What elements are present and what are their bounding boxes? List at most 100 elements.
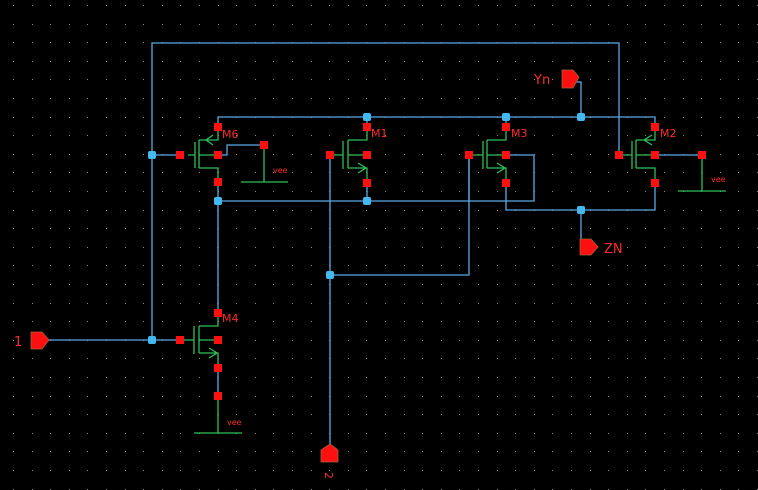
vee-pin[interactable]: [260, 141, 268, 149]
grid-dot: [683, 98, 684, 99]
grid-dot: [404, 154, 405, 155]
grid-dot: [273, 135, 274, 136]
grid-dot: [236, 79, 237, 80]
m1-drain-pin[interactable]: [363, 123, 371, 131]
transistor-m6[interactable]: M6: [176, 123, 239, 186]
m2-gate-pin[interactable]: [615, 151, 623, 159]
grid-dot: [162, 265, 163, 266]
port-1-shape[interactable]: [30, 331, 50, 350]
m3-body-pin[interactable]: [502, 151, 510, 159]
vee-pin[interactable]: [214, 392, 222, 400]
grid-dot: [125, 303, 126, 304]
grid-dot: [478, 433, 479, 434]
grid-dot: [478, 98, 479, 99]
supply-vee-m2[interactable]: vee: [678, 151, 726, 192]
grid-dot: [590, 135, 591, 136]
m1-body-pin[interactable]: [363, 151, 371, 159]
m1-source-pin[interactable]: [363, 179, 371, 187]
wire-vdd-rail[interactable]: [217, 116, 656, 126]
grid-dot: [534, 377, 535, 378]
grid-dot: [199, 210, 200, 211]
grid-dot: [348, 470, 349, 471]
grid-dot: [422, 396, 423, 397]
grid-dot: [515, 135, 516, 136]
wire-m6-body[interactable]: [218, 144, 263, 156]
grid-dot: [13, 79, 14, 80]
m6-source-pin[interactable]: [214, 178, 222, 186]
grid-dot: [143, 79, 144, 80]
m4-body-pin[interactable]: [214, 336, 222, 344]
supply-vee-m6[interactable]: vee: [241, 141, 288, 183]
grid-dot: [32, 284, 33, 285]
grid-dot: [385, 340, 386, 341]
grid-dot: [515, 265, 516, 266]
grid-dot: [180, 247, 181, 248]
grid-dot: [199, 5, 200, 6]
wire-top-loop[interactable]: [151, 42, 620, 340]
m4-gate-pin[interactable]: [176, 336, 184, 344]
grid-dot: [441, 303, 442, 304]
grid-dot: [571, 470, 572, 471]
junction-dot: [326, 271, 334, 279]
m2-drain-pin[interactable]: [651, 123, 659, 131]
m2-body-pin[interactable]: [651, 151, 659, 159]
grid-dot: [608, 191, 609, 192]
grid-dot: [664, 191, 665, 192]
port-yn[interactable]: Yn: [533, 69, 580, 89]
port-2[interactable]: 2: [320, 443, 339, 479]
m4-drain-pin[interactable]: [214, 309, 222, 317]
transistor-m3[interactable]: M3: [465, 123, 528, 187]
grid-dot: [69, 172, 70, 173]
grid-dot: [32, 377, 33, 378]
grid-dot: [311, 303, 312, 304]
port-2-shape[interactable]: [320, 443, 339, 463]
grid-dot: [69, 210, 70, 211]
wire-m3-gate[interactable]: [330, 155, 470, 276]
m6-body-pin[interactable]: [214, 151, 222, 159]
m6-drain-pin[interactable]: [214, 123, 222, 131]
m3-drain-pin[interactable]: [502, 123, 510, 131]
grid-dot: [571, 247, 572, 248]
wire-yn[interactable]: [576, 81, 582, 117]
grid-dot: [459, 79, 460, 80]
m2-source-pin[interactable]: [651, 179, 659, 187]
grid-dot: [69, 358, 70, 359]
grid-dot: [236, 228, 237, 229]
grid-dot: [255, 228, 256, 229]
grid-dot: [645, 247, 646, 248]
grid-dot: [311, 284, 312, 285]
supply-vee-m4[interactable]: vee: [194, 392, 242, 434]
grid-dot: [106, 61, 107, 62]
grid-dot: [627, 247, 628, 248]
grid-dot: [236, 210, 237, 211]
transistor-m4[interactable]: M4: [176, 309, 239, 372]
grid-dot: [292, 377, 293, 378]
m3-gate-pin[interactable]: [465, 151, 473, 159]
vee-pin[interactable]: [698, 151, 706, 159]
grid-dot: [162, 303, 163, 304]
grid-dot: [162, 117, 163, 118]
transistor-m1[interactable]: M1: [326, 123, 388, 187]
grid-dot: [608, 265, 609, 266]
grid-dot: [32, 321, 33, 322]
m1-gate-pin[interactable]: [326, 151, 334, 159]
grid-dot: [422, 284, 423, 285]
wire-m3-body[interactable]: [469, 154, 535, 202]
port-1[interactable]: 1: [14, 331, 50, 350]
grid-dot: [720, 396, 721, 397]
grid-dot: [683, 117, 684, 118]
m3-source-pin[interactable]: [502, 179, 510, 187]
port-zn-shape[interactable]: [579, 238, 599, 256]
m6-gate-pin[interactable]: [176, 151, 184, 159]
port-yn-shape[interactable]: [561, 69, 580, 89]
m4-source-pin[interactable]: [214, 364, 222, 372]
grid-dot: [311, 451, 312, 452]
port-zn[interactable]: ZN: [579, 238, 623, 257]
grid-dot: [404, 247, 405, 248]
grid-dot: [13, 98, 14, 99]
grid-dot: [720, 377, 721, 378]
grid-dot: [441, 451, 442, 452]
grid-dot: [273, 79, 274, 80]
transistor-m2[interactable]: M2: [615, 123, 677, 187]
